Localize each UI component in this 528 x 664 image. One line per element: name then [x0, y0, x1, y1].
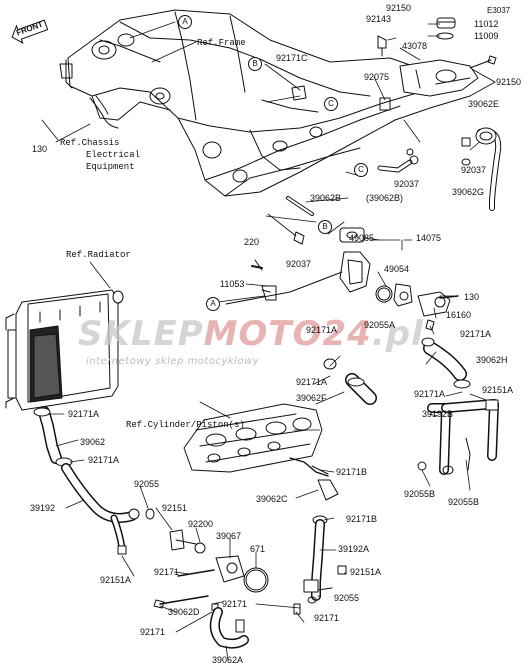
part-39192a: 39192A	[338, 544, 370, 554]
part-92171c: 92171C	[276, 53, 308, 63]
part-11009: 11009	[474, 31, 499, 41]
part-39062b-paren: (39062B)	[366, 193, 404, 203]
part-92143: 92143	[366, 14, 392, 24]
part-39062c: 39062C	[256, 494, 288, 504]
part-14075: 14075	[416, 233, 442, 243]
part-43078: 43078	[402, 41, 428, 51]
part-39062b: 39062B	[310, 193, 342, 203]
part-92151a-2: 92151A	[100, 575, 132, 585]
top-hardware	[291, 17, 497, 111]
pipe-39192b	[417, 399, 499, 475]
callout-a-mid: A	[206, 297, 220, 311]
part-92151: 92151	[162, 503, 188, 513]
watermark-part2: MOTO	[203, 314, 323, 354]
part-92037-center: 92037	[286, 259, 312, 269]
callout-b-top: B	[248, 57, 262, 71]
part-92055-lower: 92055	[334, 593, 360, 603]
upper-hoses	[377, 127, 502, 211]
callout-a-top: A	[178, 15, 192, 29]
part-39062a: 39062A	[212, 655, 244, 664]
part-92171a-3: 92171A	[296, 377, 328, 387]
part-92171a-4: 92171A	[414, 389, 446, 399]
part-92171-w: 92171	[314, 613, 340, 623]
ref-frame: Ref.Frame	[197, 38, 246, 48]
ref-chassis-line1: Ref.Chassis	[60, 138, 120, 148]
leader-lines-middle	[245, 197, 457, 335]
pipe-39192a	[293, 515, 347, 615]
part-671: 671	[250, 544, 266, 554]
part-92055-left: 92055	[134, 479, 160, 489]
part-49085: 49085	[349, 233, 375, 243]
part-92055b-2: 92055B	[448, 497, 480, 507]
part-39192: 39192	[30, 503, 56, 513]
part-39192b: 39192B	[422, 409, 454, 419]
part-92055b-1: 92055B	[404, 489, 436, 499]
callout-c-mid: C	[354, 163, 368, 177]
leader-lines-top	[41, 21, 483, 177]
ref-cylinder-piston: Ref.Cylinder/Piston(s)	[126, 420, 245, 430]
part-39062g: 39062G	[452, 187, 485, 197]
part-39067: 39067	[216, 531, 242, 541]
callout-b-mid: B	[318, 220, 332, 234]
part-49054: 49054	[384, 264, 410, 274]
part-92171-y: 92171	[222, 599, 248, 609]
watermark-part4: .pl	[371, 314, 424, 354]
watermark-part3: 24	[322, 314, 372, 354]
part-92200: 92200	[188, 519, 214, 529]
part-92171b-2: 92171B	[346, 514, 378, 524]
part-92150-right: 92150	[496, 77, 522, 87]
thermostat-assembly	[225, 196, 459, 331]
front-direction-arrow	[11, 19, 49, 44]
part-92075: 92075	[364, 72, 390, 82]
ref-chassis-line3: Equipment	[86, 162, 135, 172]
part-92171b-1: 92171B	[336, 467, 368, 477]
watermark-subtitle: internetowy sklep motocyklowy	[86, 356, 260, 367]
part-220: 220	[244, 237, 260, 247]
part-39062: 39062	[80, 437, 106, 447]
part-92171a-2: 92171A	[460, 329, 492, 339]
water-pump-group	[153, 529, 269, 649]
ref-chassis-line2: Electrical	[86, 150, 141, 160]
part-92171-z: 92171	[140, 627, 166, 637]
part-92151a-3: 92151A	[350, 567, 382, 577]
part-39062f: 39062F	[296, 393, 327, 403]
part-92037-mid: 92037	[394, 179, 420, 189]
part-11053: 11053	[220, 279, 245, 289]
part-92037-right: 92037	[461, 165, 487, 175]
part-16160: 16160	[446, 310, 472, 320]
part-39062d: 39062D	[168, 607, 200, 617]
leader-lines-lower	[47, 261, 487, 661]
watermark-logo: SKLEPMOTO24.pl	[78, 314, 424, 354]
part-92151a-1: 92151A	[482, 385, 514, 395]
part-39062h: 39062H	[476, 355, 508, 365]
part-130-left: 130	[32, 144, 48, 154]
part-130-right: 130	[464, 292, 480, 302]
cylinder-block-drawing	[183, 403, 339, 501]
part-92171a-5: 92171A	[68, 409, 100, 419]
frame-drawing	[59, 9, 496, 197]
part-92171-x: 92171	[154, 567, 180, 577]
part-39062e: 39062E	[468, 99, 500, 109]
radiator-hoses	[33, 337, 471, 555]
radiator-drawing	[5, 289, 124, 411]
diagram-code: E3037	[487, 6, 511, 15]
callout-c-top: C	[324, 97, 338, 111]
watermark-part1: SKLEP	[78, 314, 204, 354]
part-92150-top: 92150	[386, 3, 412, 13]
part-11012: 11012	[474, 19, 499, 29]
part-92171a-1: 92171A	[306, 325, 338, 335]
part-92055a: 92055A	[364, 320, 396, 330]
ref-radiator: Ref.Radiator	[66, 250, 131, 260]
part-92171a-6: 92171A	[88, 455, 120, 465]
